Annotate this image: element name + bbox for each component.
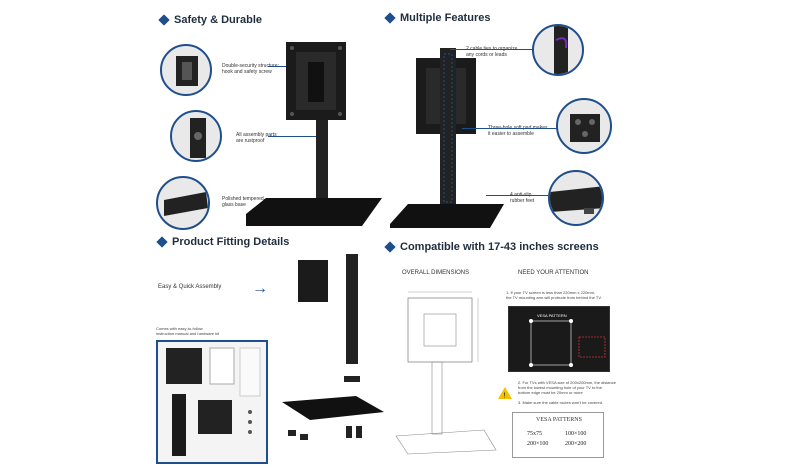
section-title-features: Multiple Features bbox=[384, 12, 491, 24]
callout-text: hook and safety screw bbox=[222, 69, 272, 75]
vesa-patterns-title: VESA PATTERNS bbox=[536, 417, 582, 423]
cable-tie-icon bbox=[554, 26, 568, 74]
section-title-text: Safety & Durable bbox=[174, 14, 263, 26]
callout-soft-pad: Three-hole soft pad makes it easier to a… bbox=[488, 125, 547, 137]
callout-parts: All assembly parts are rustproof bbox=[236, 132, 277, 144]
diamond-bullet-icon bbox=[384, 12, 396, 24]
soft-pad-icon bbox=[570, 114, 600, 142]
vesa-pattern-diagram: VESA PATTERN bbox=[508, 306, 610, 372]
callout-line bbox=[268, 136, 318, 137]
diamond-bullet-icon bbox=[384, 241, 396, 253]
section-title-text: Product Fitting Details bbox=[172, 236, 290, 248]
attention-note-2: 2. For TVs with VESA size of 200x200mm, … bbox=[518, 380, 616, 395]
callout-cable-ties: 2 cable ties to organize any cords or le… bbox=[466, 46, 517, 58]
easy-assembly-label: Easy & Quick Assembly bbox=[158, 284, 222, 290]
comes-with-text: instruction manual and hardware kit bbox=[156, 331, 220, 336]
section-title-safety: Safety & Durable bbox=[158, 14, 263, 26]
arrow-right-icon: → bbox=[252, 280, 268, 297]
vesa-cell: 75x75 bbox=[527, 431, 542, 437]
note-text: 2. For TVs with VESA size of 200x200mm, … bbox=[518, 380, 616, 385]
callout-glass: Polished tempered glass base bbox=[222, 196, 264, 208]
section-title-fitting: Product Fitting Details bbox=[156, 236, 290, 248]
tv-stand-front-image bbox=[246, 42, 382, 226]
detail-circle-soft-pad bbox=[556, 98, 612, 154]
overall-dimensions-label: OVERALL DIMENSIONS bbox=[402, 270, 470, 276]
section-title-text: Compatible with 17-43 inches screens bbox=[400, 241, 599, 253]
attention-note-3: 3. Make sure the cable routes won't be c… bbox=[518, 400, 604, 405]
note-text: the TV mounting arm will protrude from b… bbox=[506, 295, 602, 300]
callout-line bbox=[450, 49, 534, 50]
vesa-holes-icon bbox=[529, 319, 606, 367]
callout-line bbox=[486, 195, 550, 196]
vesa-cell: 200×100 bbox=[527, 441, 549, 447]
callout-text: glass base bbox=[222, 202, 246, 208]
vesa-pattern-label: VESA PATTERN bbox=[537, 313, 567, 318]
note-text: from the lowest mounting hole of your TV… bbox=[518, 385, 602, 390]
callout-text: are rustproof bbox=[236, 138, 265, 144]
rubber-feet-icon bbox=[550, 186, 602, 214]
callout-line bbox=[462, 128, 558, 129]
hardware-kit-image bbox=[166, 347, 261, 456]
callout-text: rubber feet bbox=[510, 198, 535, 204]
detail-circle-glass bbox=[156, 176, 210, 230]
dimensions-diagram bbox=[395, 291, 497, 455]
callout-text: All assembly parts bbox=[236, 132, 277, 138]
section-title-text: Multiple Features bbox=[400, 12, 491, 24]
warning-icon: ! bbox=[498, 386, 512, 400]
callout-text: Polished tempered bbox=[222, 196, 264, 202]
callout-text: Double-security structure: bbox=[222, 63, 279, 69]
parts-detail-icon bbox=[190, 118, 206, 158]
need-attention-label: NEED YOUR ATTENTION bbox=[518, 270, 589, 276]
tv-stand-back-image bbox=[390, 48, 504, 228]
vesa-cell: 100×100 bbox=[565, 431, 587, 437]
hook-detail-icon bbox=[176, 56, 198, 86]
callout-structure: Double-security structure: hook and safe… bbox=[222, 63, 279, 75]
vesa-cell: 200×200 bbox=[565, 441, 587, 447]
detail-circle-rubber-feet bbox=[548, 170, 604, 226]
note-text: bottom edge must be 20mm or more bbox=[518, 390, 583, 395]
diamond-bullet-icon bbox=[156, 236, 168, 248]
comes-with-label: Comes with easy-to-follow instruction ma… bbox=[156, 326, 219, 336]
callout-text: any cords or leads bbox=[466, 52, 507, 58]
attention-note-1: 1. If your TV screen is less than 220mm … bbox=[506, 290, 602, 300]
detail-circle-hook bbox=[160, 44, 212, 96]
vesa-patterns-table: VESA PATTERNS 75x75 100×100 200×100 200×… bbox=[512, 412, 604, 458]
diamond-bullet-icon bbox=[158, 14, 170, 26]
exploded-parts-image bbox=[282, 254, 384, 440]
detail-circle-parts bbox=[170, 110, 222, 162]
callout-text: it easier to assemble bbox=[488, 131, 534, 137]
section-title-compatible: Compatible with 17-43 inches screens bbox=[384, 241, 599, 253]
callout-rubber-feet: 4 anti-slip rubber feet bbox=[510, 192, 534, 204]
hardware-kit-box bbox=[156, 340, 268, 464]
note-text: 1. If your TV screen is less than 220mm … bbox=[506, 290, 596, 295]
svg-text:!: ! bbox=[504, 393, 506, 400]
comes-with-text: Comes with easy-to-follow bbox=[156, 326, 203, 331]
detail-circle-cable-ties bbox=[532, 24, 584, 76]
glass-base-detail-icon bbox=[164, 192, 208, 216]
